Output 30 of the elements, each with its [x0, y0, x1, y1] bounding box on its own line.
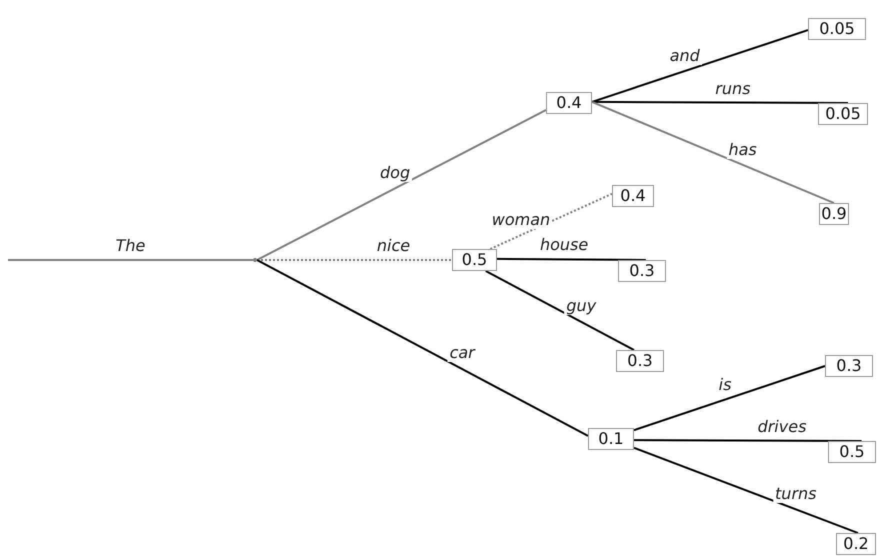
tree-branch: [8, 259, 253, 261]
tree-branch: [592, 100, 848, 104]
tree-branch: [592, 100, 834, 204]
tree-branch: [256, 259, 588, 437]
tree-branch: [256, 109, 546, 261]
probability-box: 0.5: [828, 441, 876, 463]
probability-box: 0.2: [836, 533, 876, 555]
edge-label: has: [726, 140, 759, 159]
edge-label: dog: [378, 164, 412, 182]
probability-box: 0.1: [588, 428, 634, 450]
tree-branch: [634, 439, 862, 442]
probability-box: 0.3: [825, 355, 873, 377]
tree-branch: [497, 258, 646, 261]
tree-branch: [490, 192, 612, 250]
probability-box: 0.3: [616, 350, 664, 372]
edge-label: and: [668, 47, 702, 66]
probability-box: 0.4: [546, 92, 592, 114]
probability-box: 0.3: [618, 260, 666, 282]
probability-box: 0.5: [452, 249, 497, 271]
probability-box: 0.4: [612, 185, 654, 207]
probability-box: 0.05: [808, 18, 866, 40]
probability-box: 0.05: [818, 103, 868, 125]
tree-branch: [634, 446, 858, 534]
tree-branch: [634, 365, 826, 432]
branch-point: [253, 258, 257, 262]
tree-branch: [485, 270, 634, 351]
edge-label: turns: [773, 485, 818, 504]
tree-branch: [592, 29, 808, 103]
tree-branch: [257, 259, 452, 261]
probability-box: 0.9: [819, 203, 849, 225]
